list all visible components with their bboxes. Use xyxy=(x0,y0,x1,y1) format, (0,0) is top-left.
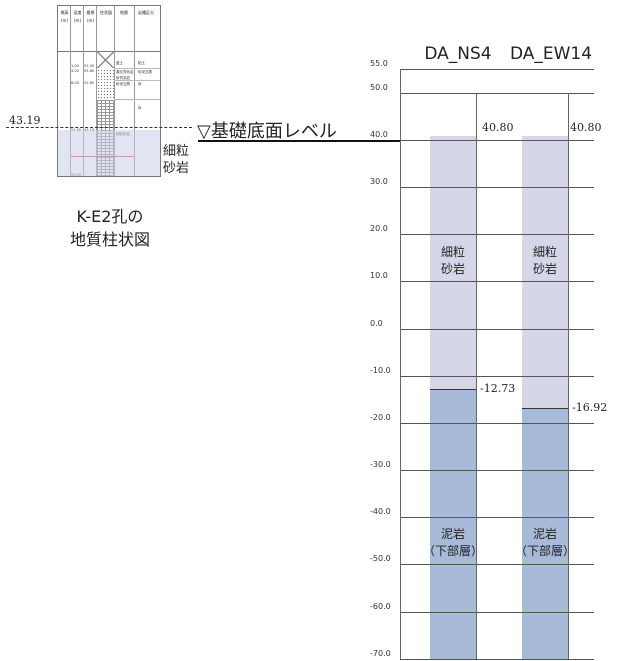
log-depth: 4.00 xyxy=(71,69,79,73)
column-title-ew14: DA_EW14 xyxy=(509,44,593,64)
y-tick-label: 50.0 xyxy=(370,82,388,92)
borehole-log: 標高(m) 深度(m) 層厚(m) 柱状図 地層 岩種区分 1.00 4.00 … xyxy=(57,5,161,177)
log-divider xyxy=(114,6,115,176)
grid-line xyxy=(400,375,594,377)
grid-line xyxy=(400,234,594,236)
grid-line xyxy=(400,140,594,141)
log-stratum: 砂質泥岩 xyxy=(116,76,130,80)
grid-line xyxy=(400,658,594,660)
log-col-stratum: 地層 xyxy=(120,10,128,15)
y-tick-label: -20.0 xyxy=(370,412,391,422)
log-class: 砂 xyxy=(138,82,142,86)
grid-line xyxy=(400,328,594,330)
borehole-caption: K-E2孔の 地質柱状図 xyxy=(69,207,150,249)
log-elevation: 51.80 xyxy=(84,81,95,85)
y-tick-label: 55.0 xyxy=(370,59,388,69)
grid-line xyxy=(400,69,594,71)
y-tick-label: 30.0 xyxy=(370,177,388,187)
y-tick-label: -70.0 xyxy=(370,648,391,658)
log-stratum: 凝灰質砂岩 xyxy=(116,70,134,74)
log-stratum: 砂泥互層 xyxy=(116,82,130,86)
grid-line xyxy=(400,281,594,283)
y-tick-label: 20.0 xyxy=(370,224,388,234)
column-title-ns4: DA_NS4 xyxy=(424,44,492,64)
log-col-elevation: 標高(m) xyxy=(60,10,69,23)
log-col-column: 柱状図 xyxy=(100,10,112,15)
borehole-rock-label: 細粒 砂岩 xyxy=(163,144,190,176)
layer-boundary-line xyxy=(522,408,568,410)
y-tick-label: 40.0 xyxy=(370,130,388,139)
log-elevation: 57.00 xyxy=(84,64,95,68)
log-row-line xyxy=(114,99,160,100)
lower-layer-bar xyxy=(522,408,568,659)
upper-layer-bar xyxy=(522,136,568,409)
log-divider xyxy=(83,6,84,176)
log-divider xyxy=(96,6,97,176)
log-divider xyxy=(70,6,71,176)
y-tick-label: 0.0 xyxy=(370,318,383,328)
y-tick-label: -10.0 xyxy=(370,365,391,375)
y-tick-label: -40.0 xyxy=(370,507,391,517)
log-fill-dots xyxy=(97,69,114,99)
chart-axis-line xyxy=(400,69,401,659)
log-col-class: 岩種区分 xyxy=(138,10,154,15)
layer-boundary-line xyxy=(430,388,476,390)
grid-line xyxy=(400,92,594,94)
column-divider xyxy=(476,92,477,659)
grid-line xyxy=(400,187,594,189)
log-row-line xyxy=(114,68,160,69)
foundation-elevation: 43.19 xyxy=(9,114,41,127)
grid-line xyxy=(400,611,594,613)
log-depth: 1.00 xyxy=(71,64,79,68)
lower-layer-bar xyxy=(430,388,476,659)
y-tick-label: -50.0 xyxy=(370,554,391,564)
y-tick-label: 10.0 xyxy=(370,271,388,281)
log-divider xyxy=(134,6,135,176)
log-row-line xyxy=(114,80,160,81)
log-class: 砂泥互層 xyxy=(138,70,152,74)
log-stratum: 盛土 xyxy=(116,61,123,65)
grid-line xyxy=(400,564,594,566)
grid-line xyxy=(400,517,594,519)
boundary-elevation-label: -12.73 xyxy=(480,381,516,395)
grid-line xyxy=(400,422,594,424)
log-depth: 8.00 xyxy=(71,81,79,85)
foundation-label: ▽基礎底面レベル xyxy=(197,121,337,142)
log-col-thickness: 層厚(m) xyxy=(86,10,95,23)
grid-line xyxy=(400,470,594,472)
upper-layer-bar xyxy=(430,136,476,389)
foundation-solid-line xyxy=(198,140,400,142)
log-col-depth: 深度(m) xyxy=(73,10,82,23)
log-elevation: 55.80 xyxy=(84,69,95,73)
log-class: 粘土 xyxy=(138,61,145,65)
y-tick-label: -30.0 xyxy=(370,460,391,470)
log-sandstone-band xyxy=(58,130,160,176)
top-elevation-label: 40.80 xyxy=(570,121,602,135)
log-header xyxy=(58,6,160,52)
foundation-dashed-line xyxy=(6,127,192,128)
top-elevation-label: 40.80 xyxy=(482,121,514,135)
boundary-elevation-label: -16.92 xyxy=(572,401,608,415)
log-fill-cross xyxy=(97,52,114,68)
column-divider xyxy=(568,92,569,659)
log-class: 砂 xyxy=(138,106,142,110)
y-tick-label: -60.0 xyxy=(370,601,391,611)
